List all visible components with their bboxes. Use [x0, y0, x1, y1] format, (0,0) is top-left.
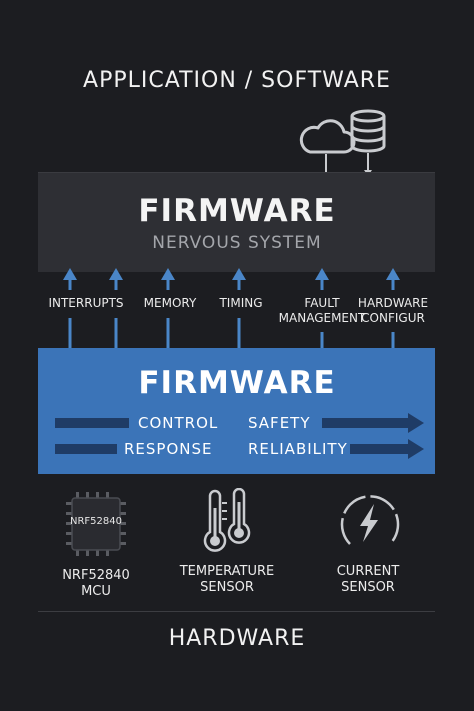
firmware-top-title: FIRMWARE — [138, 193, 336, 229]
chip-label: NRF52840 — [70, 516, 122, 527]
chip-icon: NRF52840 — [60, 488, 132, 560]
signal-label-memory: MEMORY — [143, 296, 197, 310]
safety-arrow — [322, 413, 424, 433]
label-reliability: RELIABILITY — [248, 440, 348, 458]
cloud-database-group — [299, 109, 386, 176]
response-bar — [55, 444, 117, 454]
interrupts-arrow-left — [63, 268, 77, 348]
fault-management-arrow — [315, 268, 329, 348]
label-control: CONTROL — [138, 414, 219, 432]
signal-label-fault-management: FAULT MANAGEMENT — [278, 296, 366, 325]
hardware-title: HARDWARE — [168, 626, 306, 651]
signal-label-hardware-config: HARDWARE CONFIGUR — [357, 296, 429, 325]
firmware-core-title: FIRMWARE — [138, 365, 336, 401]
lightning-gauge-icon — [340, 495, 400, 545]
label-safety: SAFETY — [248, 414, 311, 432]
signal-label-interrupts: INTERRUPTS — [48, 296, 124, 310]
signal-label-timing: TIMING — [219, 296, 263, 310]
hardware-label-temperature-sensor: TEMPERATURE SENSOR — [179, 564, 275, 595]
firmware-nervous-system-band — [38, 172, 435, 272]
memory-arrow — [161, 268, 175, 348]
thermometer-icon — [203, 488, 251, 552]
core-flow-arrows — [55, 413, 424, 459]
cloud-icon — [299, 119, 356, 154]
hardware-divider — [38, 611, 435, 612]
hardware-config-arrow — [386, 268, 400, 348]
hardware-label-mcu: NRF52840 MCU — [62, 568, 130, 599]
firmware-top-subtitle: NERVOUS SYSTEM — [152, 233, 322, 253]
control-bar — [55, 418, 129, 428]
signal-arrows — [63, 268, 400, 348]
interrupts-arrow-right — [109, 268, 123, 348]
timing-arrow — [232, 268, 246, 348]
reliability-arrow — [350, 439, 424, 459]
hardware-label-current-sensor: CURRENT SENSOR — [336, 564, 400, 595]
database-icon — [350, 109, 386, 153]
application-title: APPLICATION / SOFTWARE — [83, 68, 391, 93]
label-response: RESPONSE — [124, 440, 213, 458]
